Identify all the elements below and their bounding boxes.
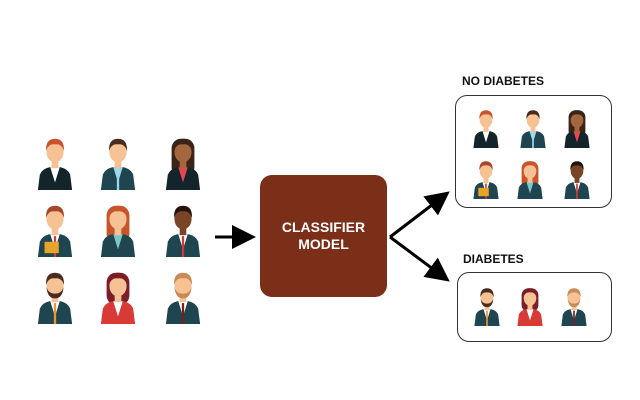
no-diabetes-person-icon (563, 157, 591, 204)
classifier-model-box: CLASSIFIER MODEL (260, 175, 387, 297)
person-icon (164, 267, 202, 329)
model-label-line2: MODEL (298, 236, 349, 252)
no-diabetes-person-icon (472, 157, 500, 204)
no-diabetes-arrow (389, 191, 450, 239)
person-icon (164, 133, 202, 195)
diabetes-person-icon (516, 284, 544, 331)
diabetes-group (457, 272, 612, 342)
no-diabetes-person-icon (472, 106, 500, 153)
model-label-line1: CLASSIFIER (281, 219, 366, 235)
person-icon (36, 133, 74, 195)
no-diabetes-person-icon (516, 157, 544, 204)
diabetes-label: DIABETES (463, 252, 524, 266)
diabetes-person-icon (560, 284, 588, 331)
diabetes-arrow (389, 235, 450, 282)
diabetes-person-icon (473, 284, 501, 331)
no-diabetes-person-icon (563, 106, 591, 153)
no-diabetes-person-icon (519, 106, 547, 153)
person-icon (99, 133, 137, 195)
no-diabetes-group (455, 95, 612, 208)
person-icon (99, 200, 137, 262)
person-icon (164, 200, 202, 262)
person-icon (36, 267, 74, 329)
person-icon (99, 267, 137, 329)
no-diabetes-label: NO DIABETES (462, 74, 545, 88)
person-icon (36, 200, 74, 262)
